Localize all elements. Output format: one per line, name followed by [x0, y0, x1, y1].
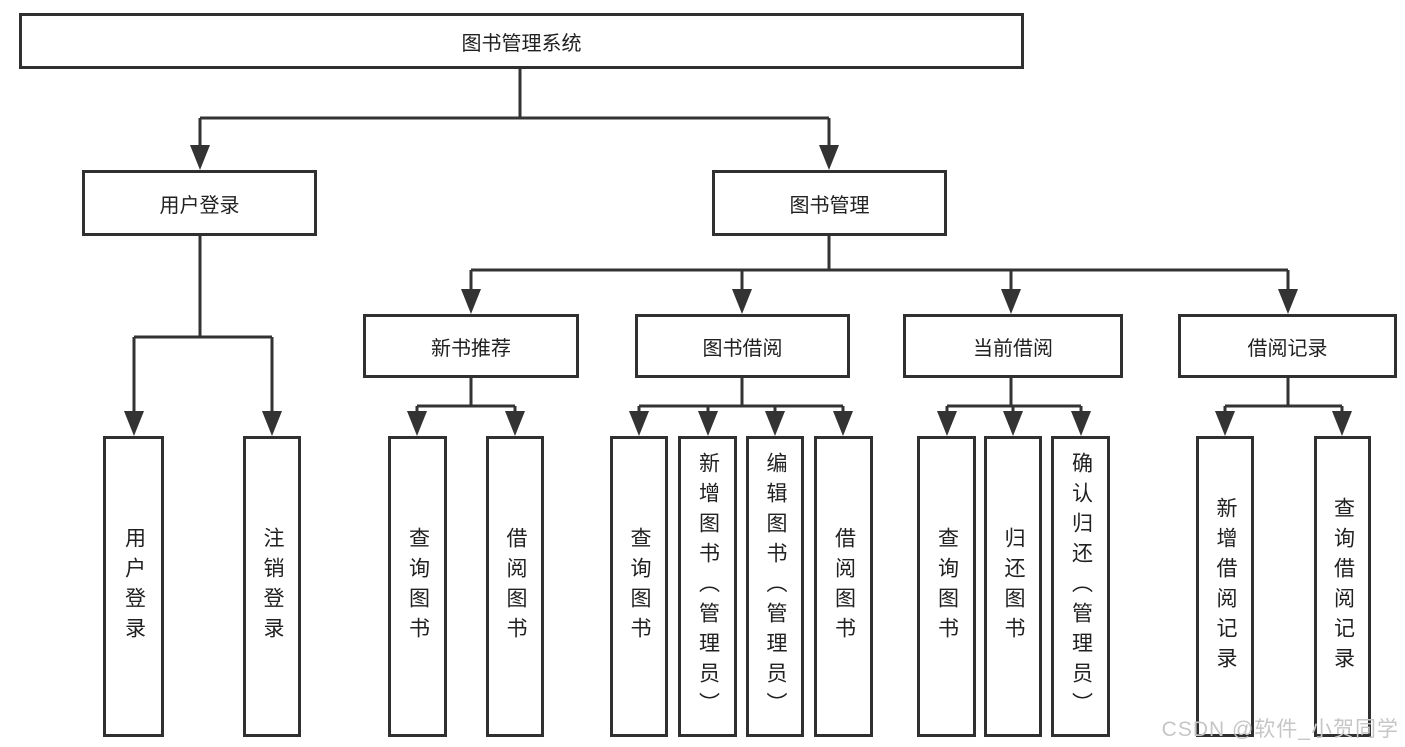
arrow-down-icon [1332, 411, 1352, 436]
node-label: 查询图书 [406, 526, 430, 647]
node-library-management-system: 图书管理系统 [19, 13, 1024, 69]
node-user-login: 用户登录 [82, 170, 317, 236]
arrow-down-icon [461, 289, 481, 314]
arrowheads [124, 145, 1352, 436]
arrow-down-icon [937, 411, 957, 436]
node-label: 确认归还（管理员） [1069, 451, 1093, 722]
node-leaf-add-borrow-record: 新增借阅记录 [1196, 436, 1254, 737]
connector-book-borrowing [637, 378, 845, 412]
node-leaf-edit-books-admin: 编辑图书（管理员） [746, 436, 804, 737]
node-label: 查询图书 [628, 526, 651, 647]
arrow-down-icon [819, 145, 839, 170]
node-label: 查询图书 [935, 526, 959, 647]
node-label: 注销登录 [261, 526, 284, 647]
node-leaf-query-books-1: 查询图书 [388, 436, 447, 737]
node-label: 归还图书 [1002, 526, 1025, 647]
node-label: 查询借阅记录 [1331, 496, 1355, 677]
arrow-down-icon [629, 411, 649, 436]
node-new-book-recommend: 新书推荐 [363, 314, 579, 378]
arrow-down-icon [190, 145, 210, 170]
arrow-down-icon [765, 411, 785, 436]
arrow-down-icon [262, 411, 282, 436]
node-label: 编辑图书（管理员） [764, 451, 787, 722]
connector-book-management [469, 236, 1290, 290]
arrow-down-icon [1001, 289, 1021, 314]
arrow-down-icon [1215, 411, 1235, 436]
arrow-down-icon [124, 411, 144, 436]
node-label: 新增图书（管理员） [696, 451, 720, 722]
csdn-watermark: CSDN @软件_小贺同学 [1161, 718, 1399, 741]
node-label: 借阅图书 [832, 526, 856, 647]
node-book-management: 图书管理 [712, 170, 947, 236]
node-leaf-return-books: 归还图书 [984, 436, 1042, 737]
node-label: 用户登录 [122, 526, 146, 647]
node-leaf-add-books-admin: 新增图书（管理员） [678, 436, 737, 737]
arrow-down-icon [1003, 411, 1023, 436]
arrow-down-icon [505, 411, 525, 436]
node-leaf-user-login: 用户登录 [103, 436, 164, 737]
connector-current-borrowing [945, 378, 1083, 412]
node-leaf-query-borrow-record: 查询借阅记录 [1314, 436, 1371, 737]
node-book-borrowing: 图书借阅 [635, 314, 850, 378]
arrow-down-icon [833, 411, 853, 436]
node-leaf-logout: 注销登录 [243, 436, 301, 737]
arrow-down-icon [1071, 411, 1091, 436]
node-leaf-confirm-return-admin: 确认归还（管理员） [1051, 436, 1110, 737]
arrow-down-icon [732, 289, 752, 314]
connector-root [198, 69, 831, 146]
connector-borrowing-records [1223, 378, 1344, 412]
arrow-down-icon [407, 411, 427, 436]
node-label: 新增借阅记录 [1214, 496, 1237, 677]
connector-new-book-recommend [415, 378, 517, 412]
node-leaf-query-books-2: 查询图书 [610, 436, 668, 737]
arrow-down-icon [698, 411, 718, 436]
node-current-borrowing: 当前借阅 [903, 314, 1123, 378]
node-borrowing-records: 借阅记录 [1178, 314, 1397, 378]
node-label: 借阅图书 [504, 526, 527, 647]
node-leaf-borrow-books-2: 借阅图书 [814, 436, 873, 737]
connector-user-login [132, 236, 274, 412]
node-leaf-borrow-books-1: 借阅图书 [486, 436, 544, 737]
node-leaf-query-books-3: 查询图书 [917, 436, 976, 737]
arrow-down-icon [1278, 289, 1298, 314]
